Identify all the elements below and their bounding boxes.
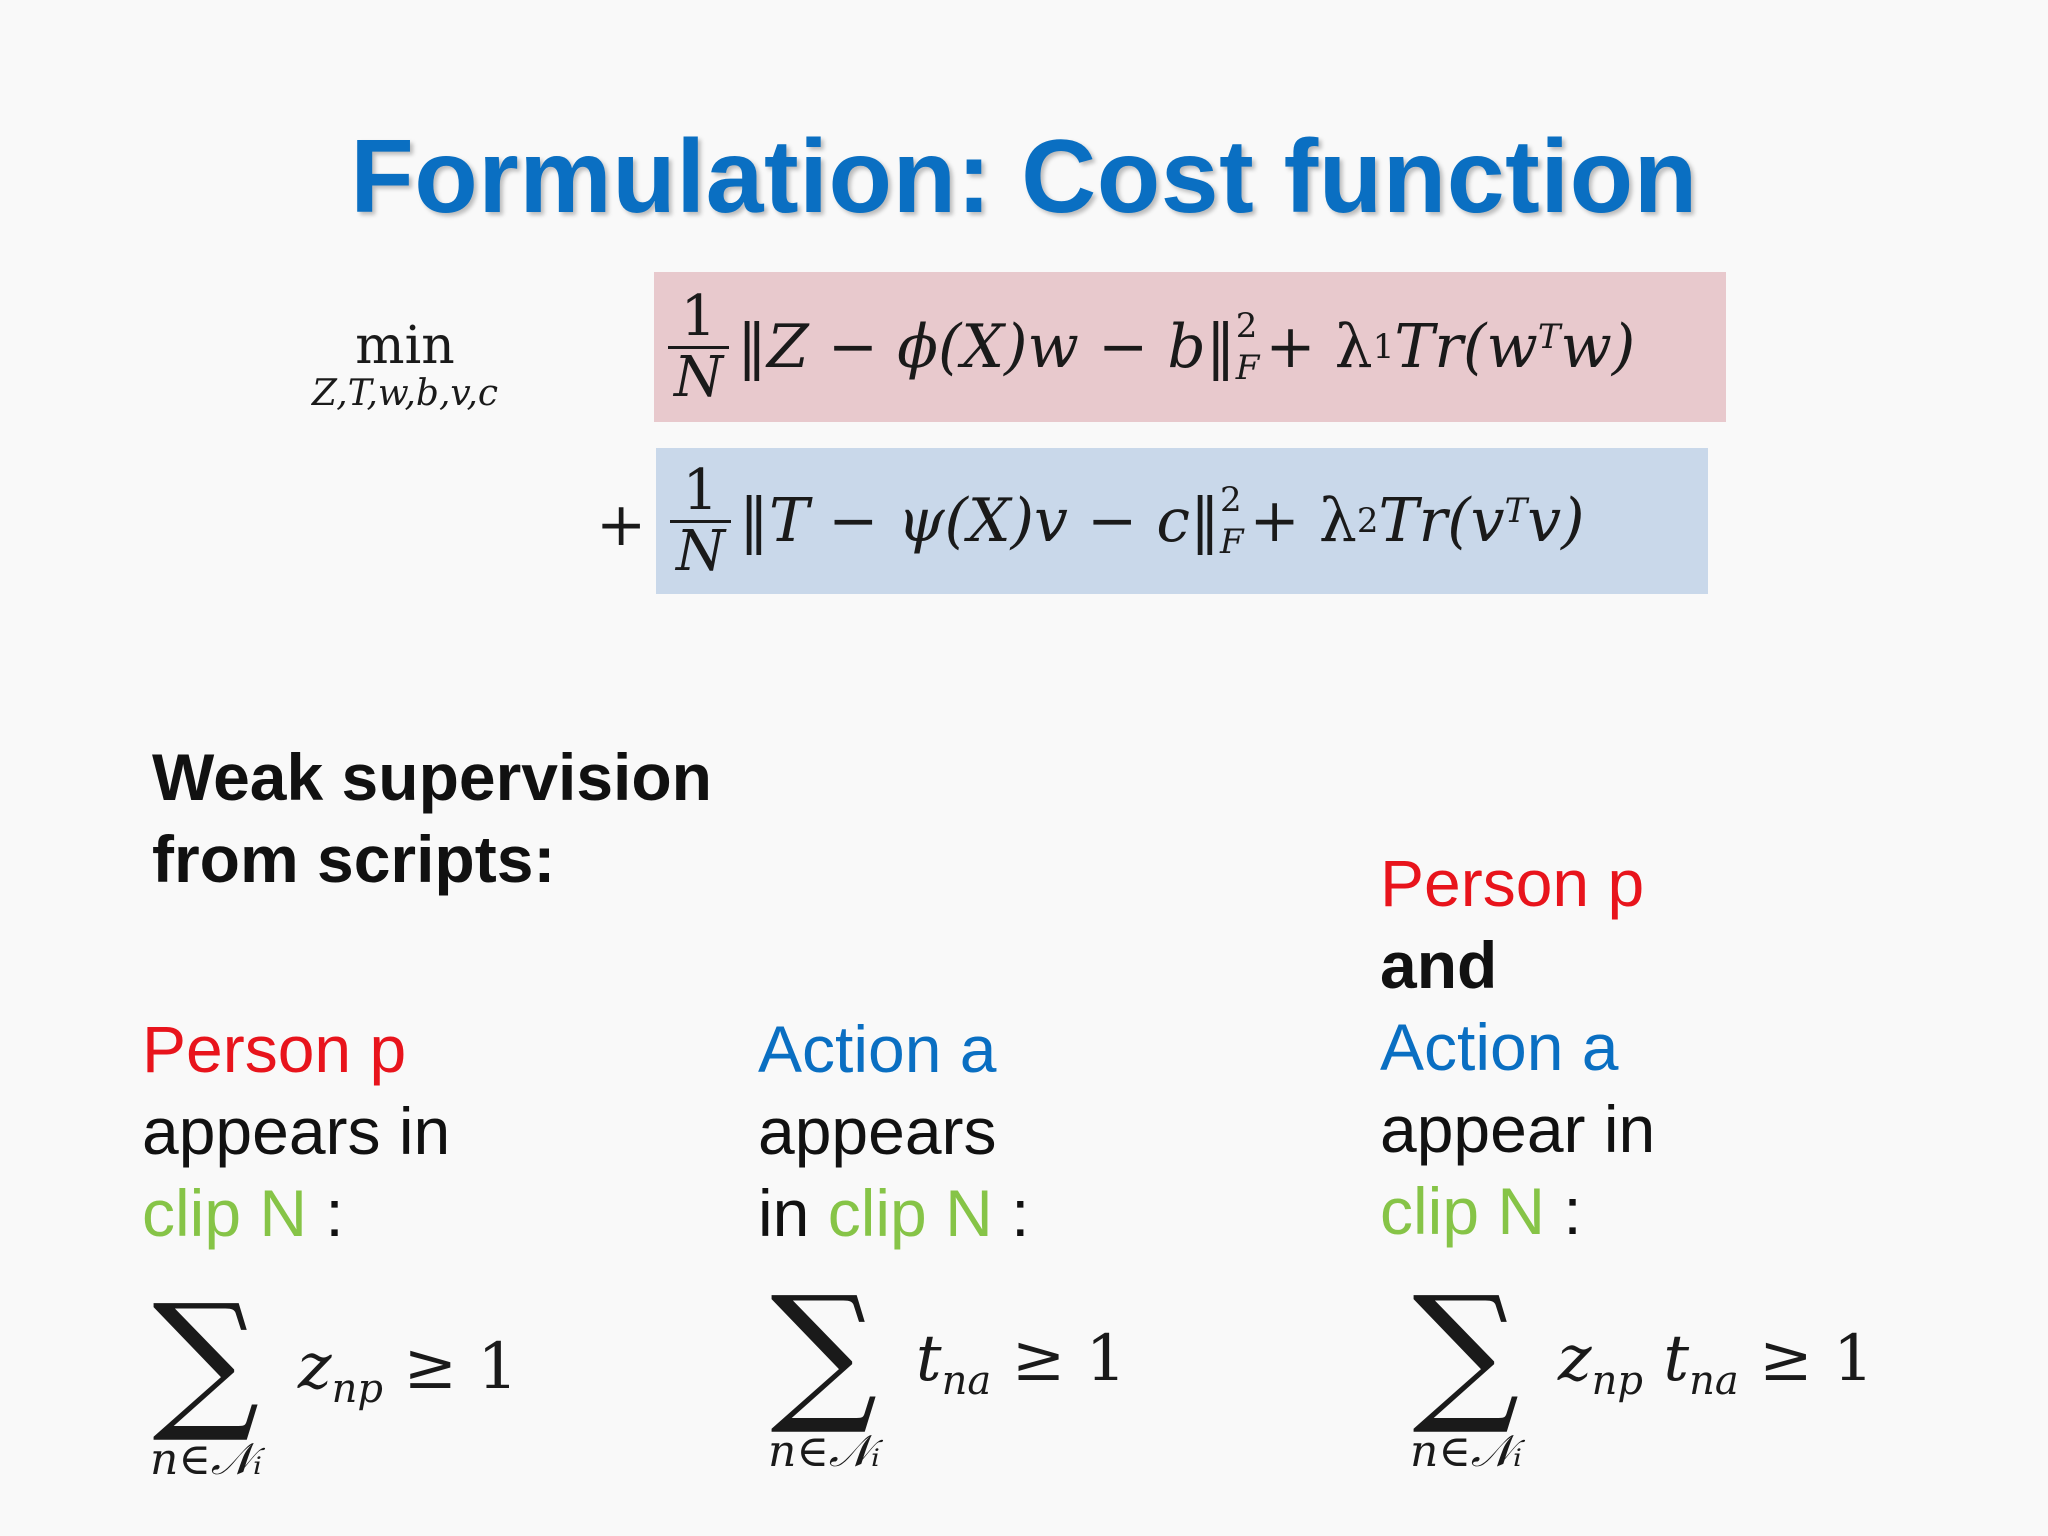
regularizer-2-lambda: + λ (1249, 486, 1357, 556)
person-label: Person p (142, 1012, 407, 1086)
regularizer-1-end: w) (1560, 312, 1636, 382)
clip-label: clip N (142, 1176, 308, 1250)
regularizer-2-end: v) (1527, 486, 1585, 556)
transpose-2: T (1504, 491, 1528, 531)
constraint-sum-action: ∑ n∈𝒩ᵢ tna ≥ 1 (768, 1265, 1127, 1477)
transpose-1: T (1537, 317, 1561, 357)
clip-label: clip N (827, 1176, 993, 1250)
norm-scripts-2: 2 F (1219, 480, 1244, 562)
regularizer-2-trace: Tr(v (1378, 486, 1505, 556)
summation-range: n∈𝒩ᵢ (1410, 1426, 1522, 1477)
fraction-2: 1 N (670, 461, 731, 581)
summation-range: n∈𝒩ᵢ (150, 1434, 262, 1485)
action-label: Action a (1380, 1010, 1619, 1084)
lambda-2-subscript: 2 (1356, 501, 1379, 541)
weak-supervision-heading: Weak supervision from scripts: (152, 740, 713, 896)
summation-symbol: ∑ (152, 1273, 260, 1447)
regularizer-1-trace: Tr(w (1394, 312, 1538, 382)
verb-label: appears in (142, 1094, 451, 1168)
norm-scripts-1: 2 F (1235, 306, 1260, 388)
verb-label: appear in (1380, 1092, 1656, 1166)
constraint-sum-person-action: ∑ n∈𝒩ᵢ znp tna ≥ 1 (1410, 1265, 1874, 1477)
clip-label: clip N (1380, 1174, 1546, 1248)
lambda-1-subscript: 1 (1372, 327, 1395, 367)
summation-symbol: ∑ (770, 1265, 878, 1439)
min-variables: Z,T,w,b,v,c (311, 373, 499, 414)
fraction-1: 1 N (668, 287, 729, 407)
summation-symbol: ∑ (1412, 1265, 1520, 1439)
slide-title: Formulation: Cost function (350, 119, 1698, 235)
plus-sign: + (596, 490, 647, 560)
norm-expression-1: ‖Z − ϕ(X)w − b‖ (737, 312, 1236, 382)
constraint-person-text: Person p appears in clip N : (142, 1008, 450, 1254)
summation-range: n∈𝒩ᵢ (768, 1426, 880, 1477)
regularizer-1-lambda: + λ (1265, 312, 1373, 382)
norm-expression-2: ‖T − ψ(X)v − c‖ (739, 486, 1220, 556)
constraint-action-text: Action a appears in clip N : (758, 1008, 1029, 1254)
min-word: min (355, 316, 455, 376)
action-label: Action a (758, 1012, 997, 1086)
constraint-sum-person: ∑ n∈𝒩ᵢ znp ≥ 1 (150, 1273, 519, 1485)
constraint-person-action-text: Person p and Action a appear in clip N : (1380, 842, 1655, 1252)
verb-label: appears (758, 1094, 997, 1168)
and-label: and (1380, 928, 1498, 1002)
min-operator: min Z,T,w,b,v,c (270, 318, 540, 414)
person-label: Person p (1380, 846, 1645, 920)
